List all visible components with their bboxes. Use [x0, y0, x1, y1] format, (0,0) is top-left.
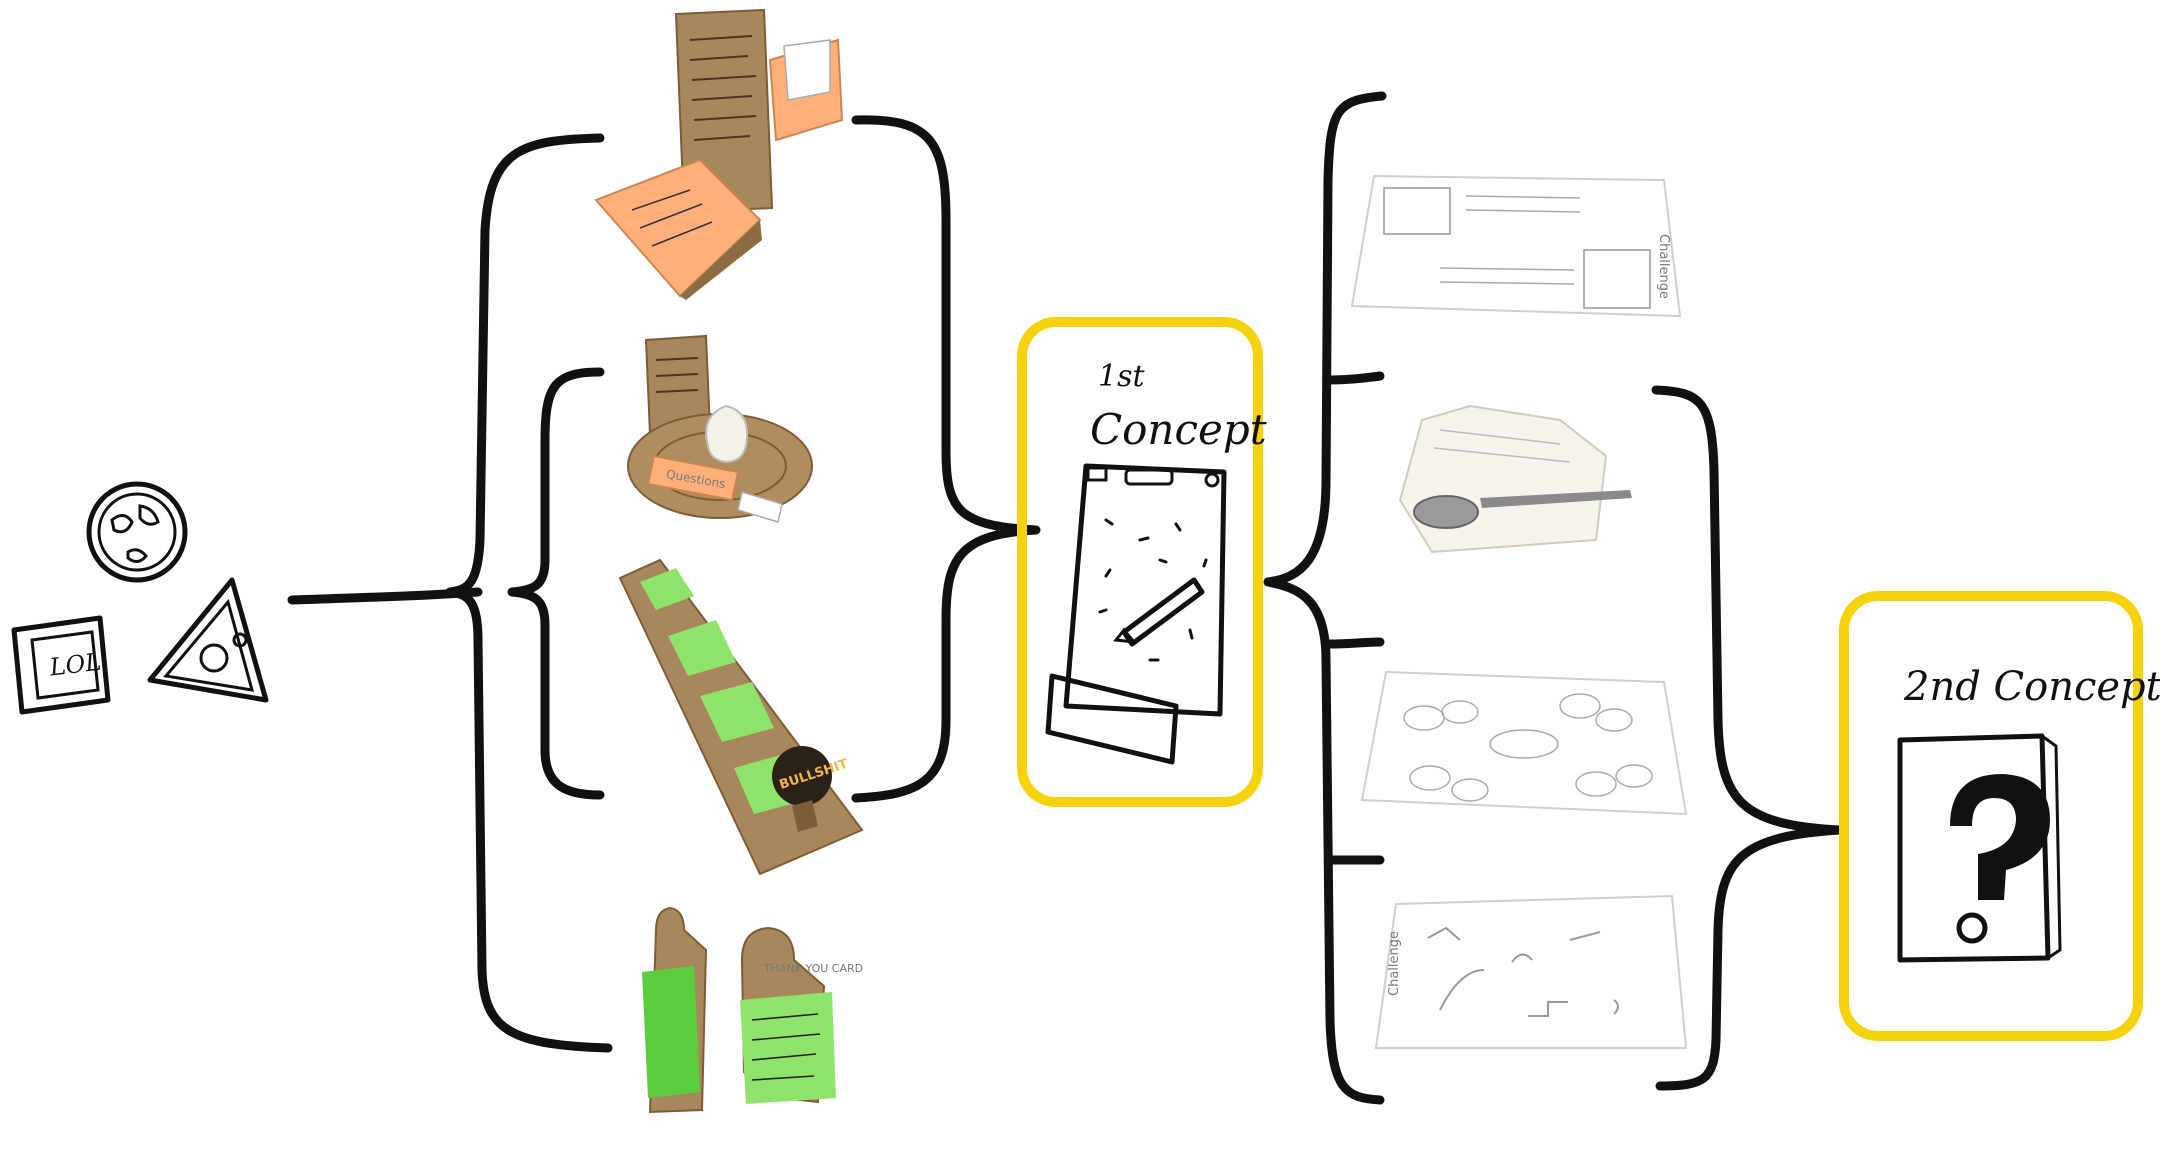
converge-brace-3 — [1656, 390, 1840, 1086]
question-mark-book-icon — [1900, 736, 2060, 960]
prototype-figure-4-text: THANK YOU CARD — [763, 962, 863, 975]
challenge-photo-spoon — [1400, 406, 1632, 552]
globe-badge-icon — [89, 484, 185, 580]
challenge-card-4-label: Challenge — [1387, 931, 1402, 996]
first-concept-ordinal: 1st — [1098, 359, 1145, 394]
prototype-photo-2: Questions — [628, 336, 812, 522]
converge-brace-1 — [856, 120, 1036, 798]
starting-ideas-group: LOL — [14, 484, 478, 712]
prototype-photo-3: BULLSHIT — [620, 560, 862, 874]
first-concept-card: 1st Concept — [1022, 322, 1267, 802]
prototype-photo-4: THANK YOU CARD — [642, 908, 863, 1112]
lol-badge: LOL — [14, 618, 108, 712]
lol-badge-text: LOL — [47, 648, 103, 682]
challenge-card-1: Challenge — [1352, 176, 1680, 316]
tray-sketch-icon — [1048, 466, 1224, 762]
second-concept-title: 2nd Concept — [1903, 664, 2160, 710]
challenge-card-3 — [1362, 672, 1686, 814]
second-concept-card: 2nd Concept — [1844, 596, 2160, 1036]
challenge-card-1-label: Challenge — [1656, 234, 1671, 299]
pizza-slice-icon — [150, 580, 266, 700]
prototype-photo-1 — [596, 10, 842, 300]
first-concept-title: Concept — [1090, 405, 1267, 454]
challenge-card-4: Challenge — [1376, 896, 1686, 1048]
